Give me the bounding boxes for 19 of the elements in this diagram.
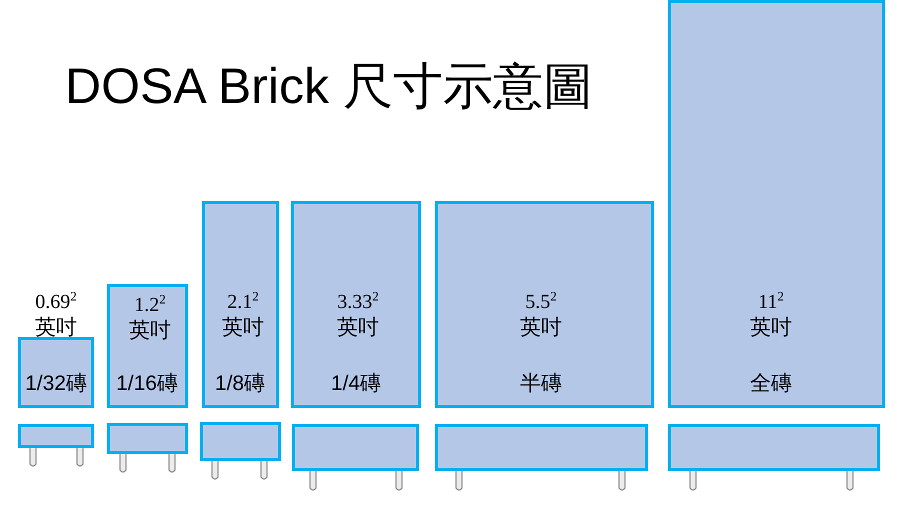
size-text: 2.1$^{2}$ 英吋 <box>222 289 264 341</box>
module-side-view <box>200 422 281 481</box>
module-name: 1/4磚 <box>330 371 382 397</box>
module-name: 半磚 <box>520 371 562 397</box>
title: DOSA Brick 尺寸示意圖 <box>65 57 593 116</box>
module-name: 1/8磚 <box>214 371 266 397</box>
module-side-view <box>18 424 94 468</box>
module-name: 1/32磚 <box>25 371 87 397</box>
size-text: 11$^{2}$ 英吋 <box>750 289 792 341</box>
size-text: 1.2$^{2}$ 英吋 <box>129 292 171 344</box>
size-text: 3.33$^{2}$ 英吋 <box>337 289 379 341</box>
module-name: 1/16磚 <box>116 371 178 397</box>
module-name: 全磚 <box>750 371 792 397</box>
module-side-view <box>668 424 880 492</box>
module-side-view <box>435 424 648 492</box>
size-text: 0.69$^{2}$ 英吋 <box>35 289 77 341</box>
module-side-view <box>107 423 188 474</box>
size-text: 5.5$^{2}$ 英吋 <box>520 289 562 341</box>
module-side-view <box>292 424 419 492</box>
